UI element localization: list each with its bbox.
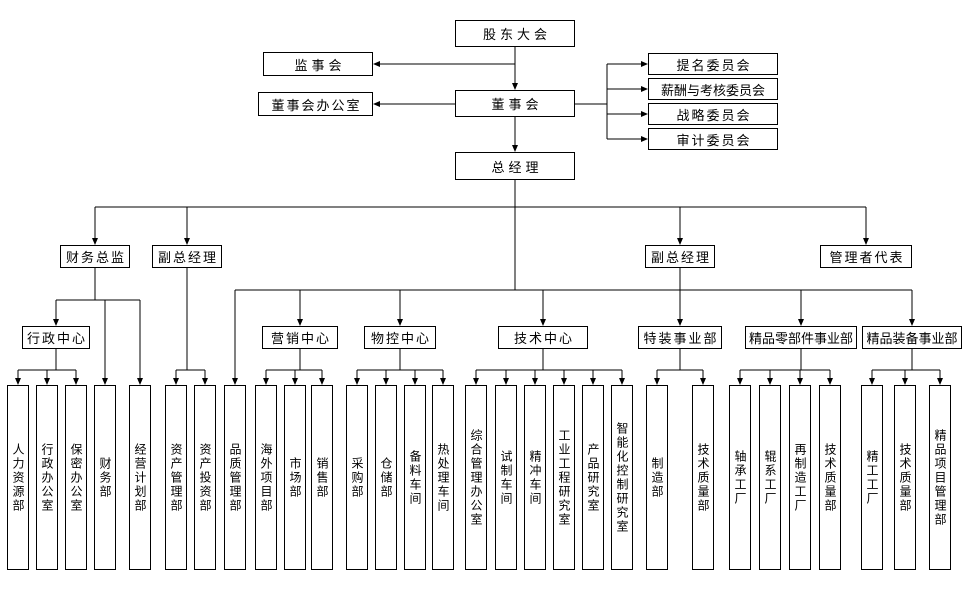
org-node-tech-quality-dept-2: 技术质量部 — [819, 385, 841, 570]
org-node-manufacturing-dept: 制造部 — [646, 385, 668, 570]
org-node-market-dept: 市场部 — [284, 385, 306, 570]
org-node-precision-parts-division: 精品零部件事业部 — [745, 326, 857, 349]
org-node-precision-factory: 精工工厂 — [861, 385, 883, 570]
org-node-fine-blanking-workshop: 精冲车间 — [524, 385, 546, 570]
org-node-remuneration-committee: 薪酬与考核委员会 — [648, 78, 778, 100]
org-node-shareholders-meeting: 股东大会 — [455, 20, 575, 47]
org-node-asset-investment-dept: 资产投资部 — [194, 385, 216, 570]
org-node-warehouse-dept: 仓储部 — [375, 385, 397, 570]
org-node-tech-quality-dept-1: 技术质量部 — [692, 385, 714, 570]
org-node-tech-quality-dept-3: 技术质量部 — [894, 385, 916, 570]
org-node-nomination-committee: 提名委员会 — [648, 53, 778, 75]
org-node-bearing-factory: 轴承工厂 — [729, 385, 751, 570]
org-node-remanufacturing-factory: 再制造工厂 — [789, 385, 811, 570]
org-node-trial-workshop: 试制车间 — [495, 385, 517, 570]
org-node-technology-center: 技术中心 — [498, 326, 588, 349]
org-node-quality-management-dept: 品质管理部 — [224, 385, 246, 570]
org-node-cfo: 财务总监 — [60, 245, 130, 268]
org-node-business-planning-dept: 经营计划部 — [129, 385, 151, 570]
org-node-material-control-center: 物控中心 — [364, 326, 436, 349]
org-node-special-equipment-division: 特装事业部 — [638, 326, 722, 349]
org-node-supervisory-board: 监事会 — [263, 52, 373, 76]
org-node-heat-treatment-workshop: 热处理车间 — [432, 385, 454, 570]
org-node-board-of-directors: 董事会 — [455, 90, 575, 117]
org-node-board-office: 董事会办公室 — [258, 92, 373, 116]
org-node-precision-equipment-division: 精品装备事业部 — [862, 326, 962, 349]
org-node-marketing-center: 营销中心 — [262, 326, 338, 349]
org-node-general-manager: 总经理 — [455, 152, 575, 180]
org-node-roller-factory: 辊系工厂 — [759, 385, 781, 570]
org-node-deputy-gm-2: 副总经理 — [645, 245, 715, 268]
org-node-precision-project-mgmt-dept: 精品项目管理部 — [929, 385, 951, 570]
org-node-audit-committee: 审计委员会 — [648, 128, 778, 150]
org-node-intelligent-control-lab: 智能化控制研究室 — [611, 385, 633, 570]
org-node-general-management-office: 综合管理办公室 — [465, 385, 487, 570]
org-node-sales-dept: 销售部 — [311, 385, 333, 570]
org-node-admin-office: 行政办公室 — [36, 385, 58, 570]
org-node-industrial-engineering-lab: 工业工程研究室 — [553, 385, 575, 570]
org-node-purchasing-dept: 采购部 — [346, 385, 368, 570]
org-node-product-research-lab: 产品研究室 — [582, 385, 604, 570]
org-node-finance-dept: 财务部 — [94, 385, 116, 570]
org-node-confidentiality-office: 保密办公室 — [65, 385, 87, 570]
org-node-strategy-committee: 战略委员会 — [648, 103, 778, 125]
org-node-hr-dept: 人力资源部 — [7, 385, 29, 570]
org-node-overseas-project-dept: 海外项目部 — [255, 385, 277, 570]
org-node-admin-center: 行政中心 — [22, 326, 90, 349]
org-node-material-prep-workshop: 备料车间 — [404, 385, 426, 570]
org-node-deputy-gm-1: 副总经理 — [152, 245, 222, 268]
org-node-management-rep: 管理者代表 — [820, 245, 912, 268]
org-node-asset-management-dept: 资产管理部 — [165, 385, 187, 570]
